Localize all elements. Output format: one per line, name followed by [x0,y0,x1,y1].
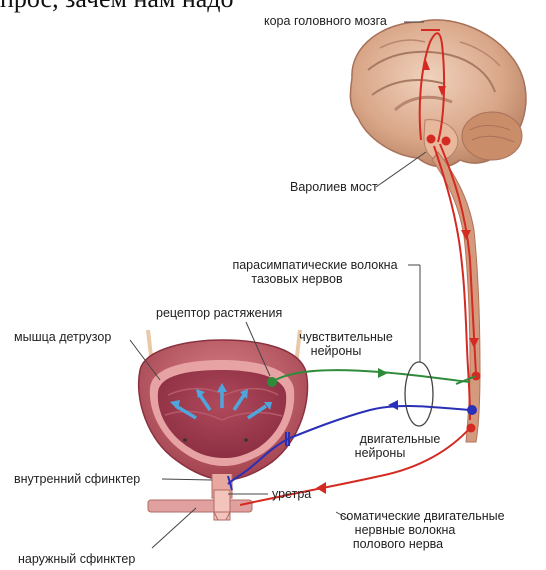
label-external-sphincter: наружный сфинктер [18,552,135,566]
stretch-receptor-dot [267,377,277,387]
label-parasympathetic-1: парасимпатические волокна [222,258,408,272]
label-urethra: уретра [272,487,311,501]
label-stretch-receptor: рецептор растяжения [156,306,282,320]
label-internal-sphincter: внутренний сфинктер [14,472,140,486]
label-pons: Варолиев мост [290,180,378,194]
label-detrusor: мышца детрузор [14,330,111,344]
label-sensory-2: нейроны [296,344,376,358]
label-somatic-3: полового нерва [330,537,466,551]
sensory-arrowhead [378,368,388,378]
motor-neuron-dot [467,405,477,415]
parasympathetic-bundle-ring [405,362,433,426]
label-cortex: кора головного мозга [264,14,387,28]
somatic-arrowhead [316,482,326,494]
label-sensory-1: чувствительные [296,330,396,344]
label-motor-2: нейроны [340,446,420,460]
label-motor-1: двигательные [350,432,450,446]
label-somatic-1: соматические двигательные [340,509,505,523]
motor-arrowhead-1 [388,400,398,410]
internal-sphincter-leader [162,479,212,480]
external-sphincter-leader [152,508,196,548]
bladder [139,330,308,498]
label-somatic-2: нервные волокна [330,523,480,537]
label-parasympathetic-2: тазовых нервов [222,272,372,286]
pons-leader [376,152,426,187]
